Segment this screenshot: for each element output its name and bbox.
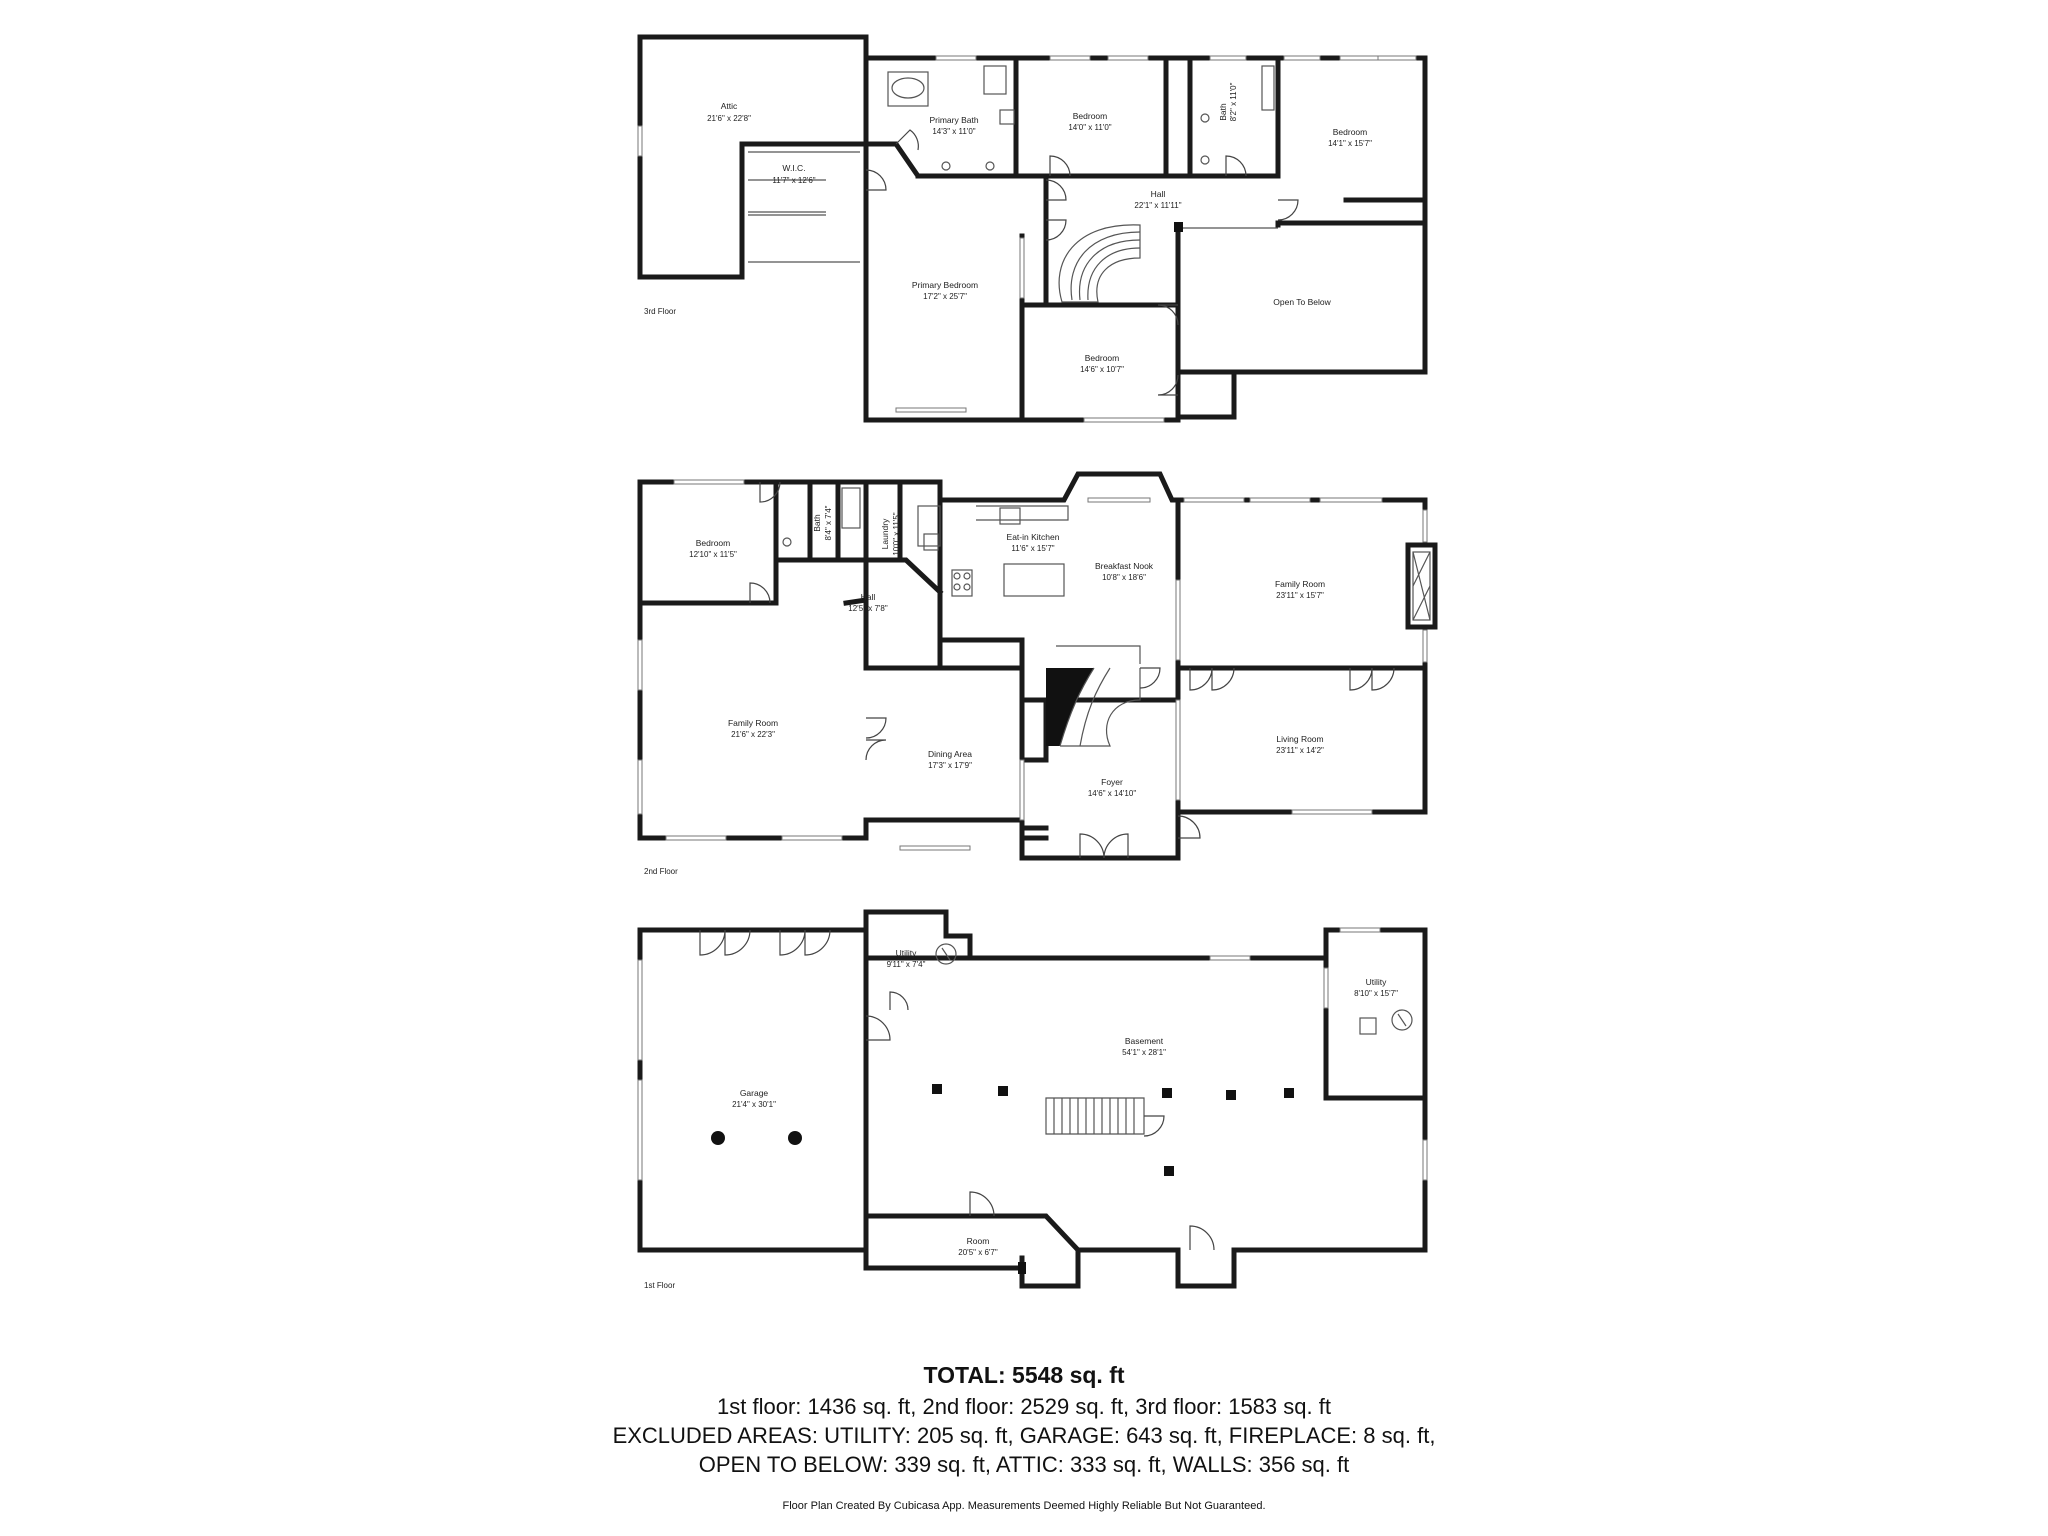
room-dimensions: 8'10" x 15'7" xyxy=(1354,989,1398,998)
room-name: W.I.C. xyxy=(782,163,805,173)
room-dimensions: 17'3" x 17'9" xyxy=(928,761,972,770)
room-name: Garage xyxy=(740,1088,769,1098)
disclaimer-footer: Floor Plan Created By Cubicasa App. Meas… xyxy=(782,1500,1266,1512)
room-dimensions: 9'11" x 7'4" xyxy=(887,960,926,969)
room-dimensions: 20'5" x 6'7" xyxy=(958,1248,998,1257)
room-dimensions: 8'4" x 7'4" xyxy=(824,505,833,540)
room-dimensions: 11'7" x 12'6" xyxy=(772,176,815,185)
room-name: Hall xyxy=(861,592,876,602)
room-dimensions: 14'1" x 15'7" xyxy=(1328,139,1372,148)
room-name: Bedroom xyxy=(1085,353,1120,363)
room-name: Attic xyxy=(721,101,738,111)
room-dimensions: 14'3" x 11'0" xyxy=(932,127,975,136)
room-dimensions: 14'6" x 14'10" xyxy=(1088,789,1136,798)
room-name: Bedroom xyxy=(696,538,731,548)
room-name: Eat-in Kitchen xyxy=(1007,532,1060,542)
room-name: Bath xyxy=(812,514,822,532)
room-name: Bedroom xyxy=(1333,127,1368,137)
room-name: Family Room xyxy=(728,718,778,728)
room-name: Bath xyxy=(1218,103,1228,121)
room-name: Breakfast Nook xyxy=(1095,561,1154,571)
excluded-areas: EXCLUDED AREAS: UTILITY: 205 sq. ft, GAR… xyxy=(612,1423,1436,1448)
room-name: Primary Bath xyxy=(929,115,978,125)
room-name: Family Room xyxy=(1275,579,1325,589)
room-dimensions: 17'2" x 25'7" xyxy=(923,292,967,301)
room-dimensions: 8'2" x 11'0" xyxy=(1229,82,1238,121)
room-dimensions: 23'11" x 15'7" xyxy=(1276,591,1324,600)
room-dimensions: 10'8" x 18'6" xyxy=(1102,573,1146,582)
first-floor-plan xyxy=(637,909,1428,1289)
room-name: Foyer xyxy=(1101,777,1123,787)
room-dimensions: 54'1" x 28'1" xyxy=(1122,1048,1166,1057)
room-name: Utility xyxy=(1366,977,1388,987)
total-area: TOTAL: 5548 sq. ft xyxy=(923,1362,1125,1388)
room-dimensions: 12'10" x 11'5" xyxy=(689,550,737,559)
room-name: Hall xyxy=(1151,189,1166,199)
room-dimensions: 21'6" x 22'8" xyxy=(707,114,751,123)
room-dimensions: 14'6" x 10'7" xyxy=(1080,365,1124,374)
room-dimensions: 23'11" x 14'2" xyxy=(1276,746,1324,755)
room-dimensions: 12'5" x 7'8" xyxy=(848,604,888,613)
floor-label: 2nd Floor xyxy=(644,867,678,876)
excluded-areas-continued: OPEN TO BELOW: 339 sq. ft, ATTIC: 333 sq… xyxy=(698,1452,1350,1477)
room-name: Dining Area xyxy=(928,749,972,759)
second-floor-plan xyxy=(637,471,1438,861)
room-name: Laundry xyxy=(880,518,890,549)
room-name: Basement xyxy=(1125,1036,1164,1046)
floor-label: 3rd Floor xyxy=(644,307,676,316)
room-name: Primary Bedroom xyxy=(912,280,978,290)
room-dimensions: 21'4" x 30'1" xyxy=(732,1100,776,1109)
room-name: Room xyxy=(967,1236,990,1246)
room-dimensions: 14'0" x 11'0" xyxy=(1068,123,1111,132)
room-dimensions: 21'6" x 22'3" xyxy=(731,730,775,739)
room-name: Bedroom xyxy=(1073,111,1108,121)
room-dimensions: 11'6" x 15'7" xyxy=(1011,544,1054,553)
room-dimensions: 10'0" x 11'5" xyxy=(892,512,901,555)
room-name: Living Room xyxy=(1276,734,1323,744)
room-dimensions: 22'1" x 11'11" xyxy=(1134,201,1181,210)
floor-areas: 1st floor: 1436 sq. ft, 2nd floor: 2529 … xyxy=(717,1394,1331,1419)
room-name: Open To Below xyxy=(1273,297,1331,307)
floor-label: 1st Floor xyxy=(644,1281,675,1290)
room-name: Utility xyxy=(896,948,918,958)
third-floor-plan xyxy=(637,34,1428,423)
